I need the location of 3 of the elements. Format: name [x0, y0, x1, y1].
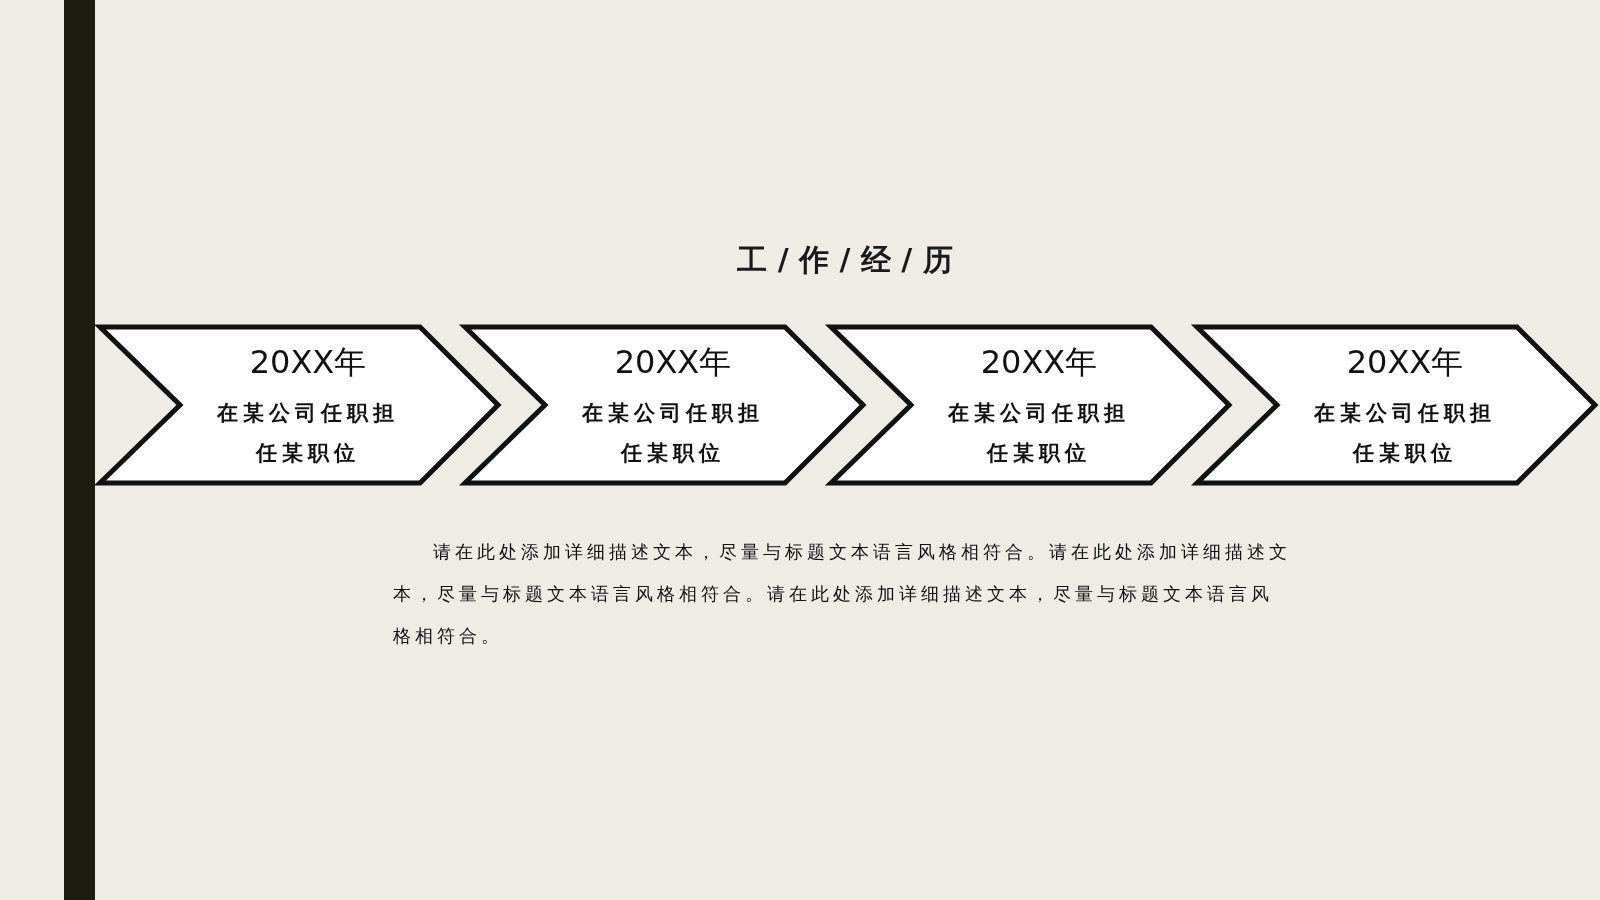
- vertical-bar: [64, 0, 95, 900]
- title: 工 / 作 / 经 / 历: [736, 241, 954, 279]
- description-paragraph: 请在此处添加详细描述文本，尽量与标题文本语言风格相符合。请在此处添加详细描述文本，尽量与标题文本语言风格相符合。请在此处添加详细描述文本，尽量与标题文本语言风格相符合。: [393, 540, 1292, 648]
